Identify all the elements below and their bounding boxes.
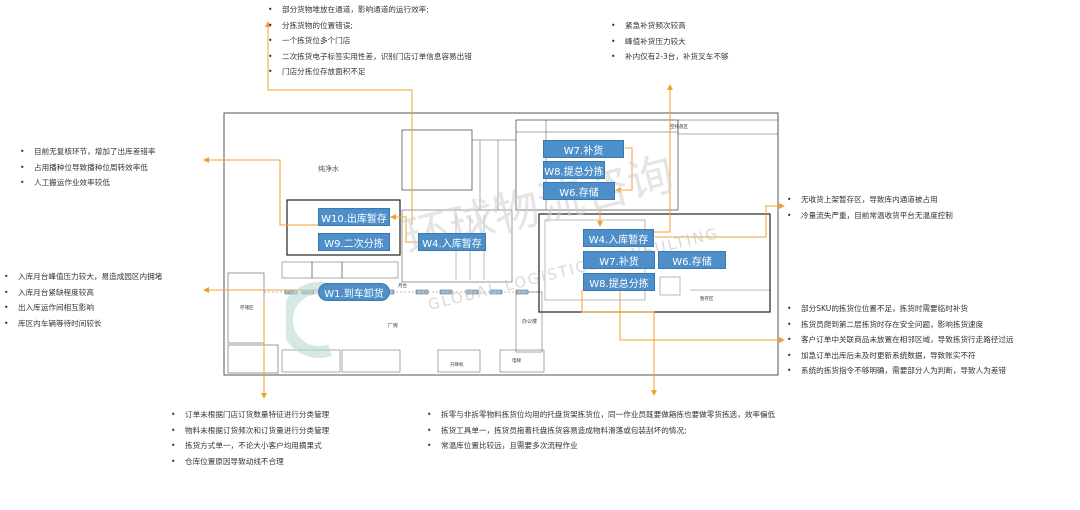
step-w7-right: W7.补货	[583, 251, 655, 269]
factory-label: 厂房	[388, 323, 399, 329]
arrow-to-bottom-mid-notes	[581, 290, 657, 396]
note-item: 无收货上架暂存区，导致库内通道被占用	[787, 192, 953, 208]
notes-left-lower: 入库月台峰值压力较大，易造成园区内拥堵 入库月台紧缺程度较高 出入库运作间相互影…	[4, 269, 162, 331]
note-item: 拆零与非拆零物料拣货位均用的托盘货架拣货位，同一作业员既要做箱拣也要做零货拣选，…	[427, 407, 775, 423]
top-mid-zone	[401, 129, 473, 191]
note-item: 紧急补货频次较高	[611, 18, 729, 34]
notes-bottom-mid: 拆零与非拆零物料拣货位均用的托盘货架拣货位，同一作业员既要做箱拣也要做零货拣选，…	[427, 407, 775, 454]
note-item: 峰值补货压力较大	[611, 34, 729, 50]
office-label: 办公楼	[522, 319, 538, 325]
step-w7-top: W7.补货	[543, 140, 624, 158]
note-item: 一个拣货位多个门店	[268, 33, 472, 49]
step-w6-right: W6.存储	[658, 251, 726, 269]
note-item: 拣货工具单一，拣货员拖着托盘拣货容易造成物料滑落或包装刮坏的情况;	[427, 423, 775, 439]
step-w10: W10.出库暂存	[318, 208, 390, 226]
step-w4-right: W4.入库暂存	[583, 229, 654, 247]
step-w4-left: W4.入库暂存	[418, 233, 486, 251]
step-w9: W9.二次分拣	[318, 233, 390, 251]
notes-right-lower: 部分SKU的拣货位位置不足，拣货时需要临时补货 拣货员爬到第二层拣货时存在安全问…	[787, 301, 1014, 379]
note-item: 物料未根据订货频次和订货量进行分类管理	[171, 423, 329, 439]
note-item: 仓库位置原因导致动线不合理	[171, 454, 329, 470]
storage-area-label: 存储区	[240, 306, 254, 311]
step-w6-top: W6.存储	[543, 182, 615, 200]
note-item: 部分货物堆放在通道，影响通道的运行效率;	[268, 2, 472, 18]
note-item: 入库月台峰值压力较大，易造成园区内拥堵	[4, 269, 162, 285]
note-item: 拣货员爬到第二层拣货时存在安全问题，影响拣货速度	[787, 317, 1014, 333]
note-item: 加急订单出库后未及时更新系统数据，导致账实不符	[787, 348, 1014, 364]
note-item: 占用播种位导致播种位周转效率低	[20, 160, 156, 176]
elevator-label: 电梯	[512, 359, 521, 364]
note-item: 系统的拣货指令不够明确，需要部分人为判断，导致人为差错	[787, 363, 1014, 379]
plan-outline	[223, 112, 779, 376]
empty-pallet-label: 空托盘区	[670, 125, 688, 130]
note-item: 目前无复核环节，增加了出库差错率	[20, 144, 156, 160]
note-item: 门店分拣位存放面积不足	[268, 64, 472, 80]
left-warehouse-zone	[286, 199, 401, 256]
lift-label: 升降机	[450, 363, 464, 368]
notes-right-upper: 无收货上架暂存区，导致库内通道被占用 冷量流失严重，目前常温收货平台无温度控制	[787, 192, 953, 223]
flow-w4-to-w10	[390, 214, 418, 243]
note-item: 冷量流失严重，目前常温收货平台无温度控制	[787, 208, 953, 224]
step-w8-top: W8.提总分拣	[543, 161, 605, 179]
notes-top: 部分货物堆放在通道，影响通道的运行效率; 分拣货物的位置错误; 一个拣货位多个门…	[268, 2, 472, 80]
notes-bottom-left: 订单未根据门店订货数量特征进行分类管理 物料未根据订货频次和订货量进行分类管理 …	[171, 407, 329, 469]
dock-label: 月台	[398, 284, 407, 289]
note-item: 库区内车辆等待时间较长	[4, 316, 162, 332]
arrow-to-right-lower-notes	[619, 282, 785, 343]
pure-water-label: 纯净水	[318, 165, 339, 173]
arrow-to-left-upper-notes	[203, 157, 318, 226]
note-item: 拣货方式单一，不论大小客户均用摘果式	[171, 438, 329, 454]
note-item: 补内仅有2-3台，补货叉车不够	[611, 49, 729, 65]
notes-left-upper: 目前无复核环节，增加了出库差错率 占用播种位导致播种位周转效率低 人工搬运作业效…	[20, 144, 156, 191]
step-w1: W1.到车卸货	[318, 283, 390, 301]
note-item: 分拣货物的位置错误;	[268, 18, 472, 34]
note-item: 客户订单中关联商品未放置在相邻区域，导致拣货行走路径过远	[787, 332, 1014, 348]
note-item: 订单未根据门店订货数量特征进行分类管理	[171, 407, 329, 423]
note-item: 人工搬运作业效率较低	[20, 175, 156, 191]
arrow-to-right-upper-notes	[655, 203, 785, 238]
flow-w7-w6	[615, 147, 633, 193]
notes-top-right: 紧急补货频次较高 峰值补货压力较大 补内仅有2-3台，补货叉车不够	[611, 18, 729, 65]
step-w8-right: W8.提总分拣	[583, 273, 655, 291]
note-item: 二次拣货电子标签实用性差，识别门店订单信息容易出错	[268, 49, 472, 65]
top-right-zone	[515, 119, 679, 211]
note-item: 入库月台紧缺程度较高	[4, 285, 162, 301]
note-item: 部分SKU的拣货位位置不足，拣货时需要临时补货	[787, 301, 1014, 317]
note-item: 常温库位置比较远，且需要多次流程作业	[427, 438, 775, 454]
staging-label: 暂存区	[700, 297, 714, 302]
note-item: 出入库运作间相互影响	[4, 300, 162, 316]
